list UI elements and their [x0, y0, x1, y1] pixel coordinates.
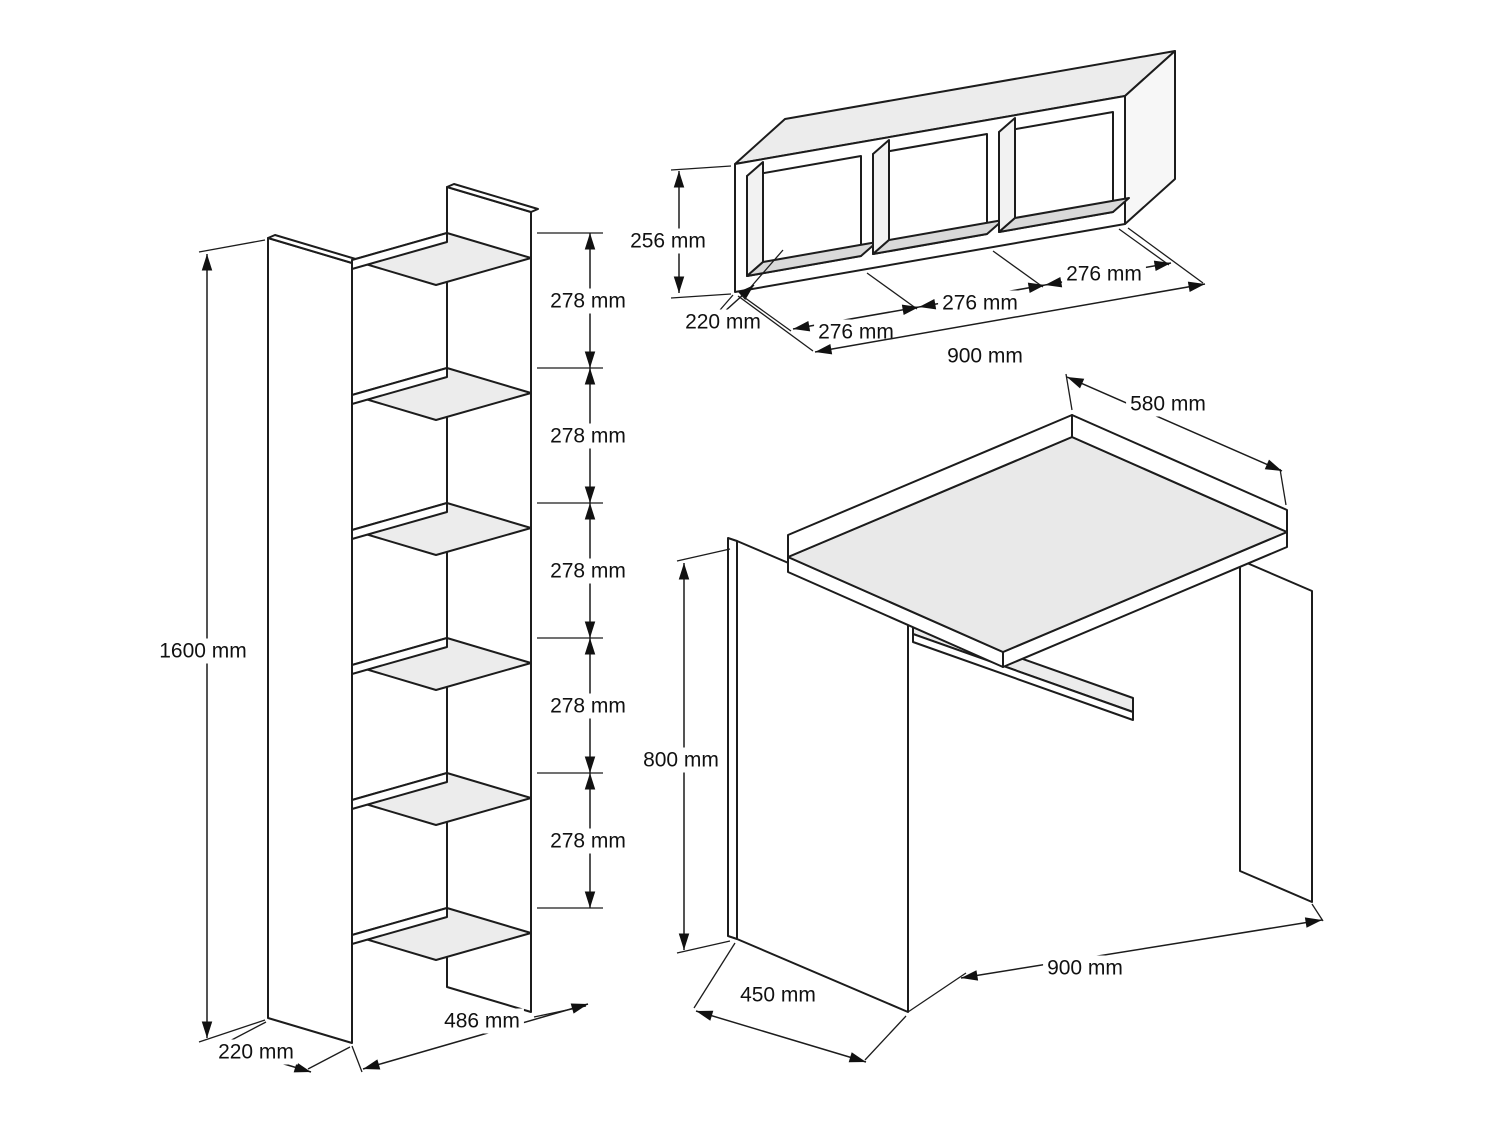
wall-shelf-drawing: 256 mm 220 mm 276 mm 276 mm 276 mm: [626, 50, 1206, 369]
extension-line: [866, 272, 918, 310]
desk-height-dimension: 800 mm: [639, 548, 731, 954]
dimension-line: [362, 1003, 589, 1070]
bookcase-height-dimension: 1600 mm: [155, 239, 266, 1043]
desk-top-depth-dimension: 580 mm: [1065, 373, 1287, 506]
extension-line: [992, 250, 1044, 288]
shelf-front: [351, 907, 448, 945]
extension-line: [740, 294, 792, 332]
shelf-spacing-label: 278 mm: [550, 830, 626, 853]
dimension-line: [814, 281, 1206, 355]
wall-shelf-depth-dimension: 220 mm: [681, 249, 784, 335]
extension-line: [307, 1046, 351, 1070]
wall-shelf-width-dimension: 900 mm: [737, 227, 1206, 369]
shelf-front: [351, 232, 448, 270]
dimension-line: [960, 917, 1323, 981]
bookcase-width-dimension: 486 mm: [351, 1003, 589, 1073]
extension-line: [670, 293, 732, 299]
extension-line: [693, 942, 736, 1009]
extension-line: [864, 1015, 907, 1061]
desk-right-panel: [1239, 559, 1313, 903]
compartment-left-wall: [746, 161, 764, 277]
desk-left-panel-edge: [727, 537, 738, 940]
extension-line: [1118, 228, 1170, 266]
compartment-width-label: 276 mm: [942, 292, 1018, 315]
extension-line: [198, 1019, 266, 1043]
desk-width-label: 900 mm: [1047, 957, 1123, 980]
dimension-line: [1066, 376, 1283, 472]
desk-width-dimension: 900 mm: [907, 903, 1324, 1013]
wall-shelf-depth-label: 220 mm: [685, 311, 761, 334]
compartment-floor: [998, 197, 1130, 233]
shelf-front: [351, 772, 448, 810]
bookcase-right-panel: [446, 186, 532, 1013]
extension-line: [1279, 468, 1287, 506]
extension-line: [737, 295, 814, 352]
desk-height-label: 800 mm: [643, 749, 719, 772]
extension-line: [351, 1045, 363, 1073]
extension-line: [907, 972, 967, 1013]
desk-top-depth-label: 580 mm: [1130, 393, 1206, 416]
extension-line: [749, 249, 784, 289]
extension-line: [1127, 227, 1204, 284]
wall-shelf-height-label: 256 mm: [630, 230, 706, 253]
wall-shelf-compartments: [746, 111, 1130, 277]
dimension-line: [695, 1010, 867, 1063]
wall-shelf-width-label: 900 mm: [947, 345, 1023, 368]
extension-line: [1311, 903, 1324, 922]
extension-line: [676, 548, 731, 562]
bookcase-left-panel: [267, 237, 353, 1044]
bookcase-height-label: 1600 mm: [159, 640, 247, 663]
shelf-front: [351, 367, 448, 405]
desk-side-depth-dimension: 450 mm: [693, 942, 907, 1063]
shelf-spacing-label: 278 mm: [550, 560, 626, 583]
bookcase-drawing: 1600 mm 278 mm 278 mm 278 mm 278 mm 278 …: [155, 183, 630, 1073]
shelf-front: [351, 637, 448, 675]
desk-keyboard-tray-front: [912, 633, 1134, 721]
bookcase-depth-label: 220 mm: [218, 1041, 294, 1064]
bookcase-right-panel-top: [446, 183, 539, 213]
extension-line: [670, 165, 732, 171]
bookcase-shelf-spacing-dimensions: 278 mm 278 mm 278 mm 278 mm 278 mm: [537, 232, 630, 909]
bookcase-shelves: [351, 232, 532, 961]
compartment-left-wall: [872, 139, 890, 255]
desk-drawing: 580 mm 800 mm 450 mm 900 mm: [639, 373, 1324, 1063]
bookcase-depth-dimension: 220 mm: [214, 1021, 351, 1073]
extension-line: [198, 239, 266, 253]
shelf-spacing-label: 278 mm: [550, 695, 626, 718]
bookcase-width-label: 486 mm: [444, 1010, 520, 1033]
extension-line: [676, 940, 731, 954]
shelf-spacing-label: 278 mm: [550, 290, 626, 313]
shelf-front: [351, 502, 448, 540]
compartment-left-wall: [998, 117, 1016, 233]
desk-side-depth-label: 450 mm: [740, 984, 816, 1007]
compartment-width-label: 276 mm: [1066, 263, 1142, 286]
shelf-spacing-label: 278 mm: [550, 425, 626, 448]
wall-shelf-height-dimension: 256 mm: [626, 165, 732, 299]
